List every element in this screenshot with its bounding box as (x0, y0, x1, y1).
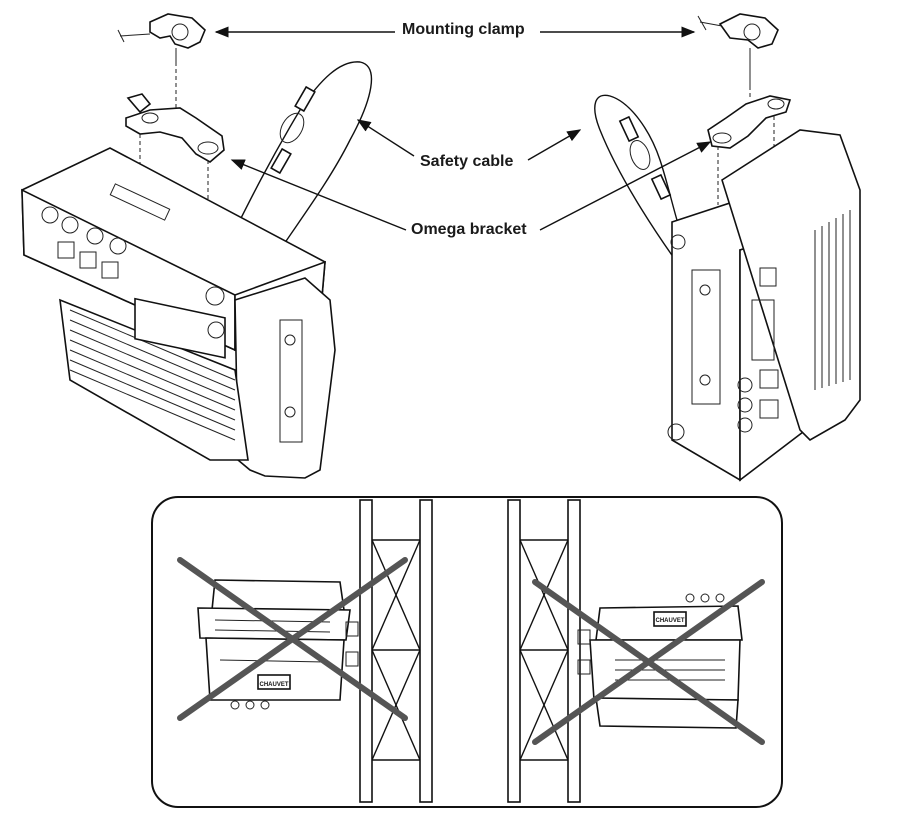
callout-arrows (214, 26, 712, 231)
right-fixture (594, 13, 861, 482)
right-mounting-clamp (697, 13, 779, 86)
safety-cable-label: Safety cable (416, 153, 518, 171)
left-safety-cable (229, 61, 373, 251)
left-incorrect-x-mark (177, 557, 408, 721)
omega-bracket-label: Omega bracket (407, 221, 531, 239)
left-fixture (21, 13, 373, 479)
right-fixture-logo: CHAUVET (655, 618, 684, 624)
left-mounting-clamp (117, 13, 206, 62)
left-fixture-vents (69, 309, 236, 441)
right-fixture-body (667, 129, 861, 482)
mounting-clamp-label: Mounting clamp (398, 21, 529, 39)
omega-bracket-arrow-right (539, 141, 712, 231)
right-incorrect-x-mark (532, 579, 765, 745)
left-fixture-body (21, 147, 336, 479)
safety-cable-arrow-left (356, 119, 415, 157)
omega-bracket-arrow-left (230, 159, 407, 231)
right-omega-bracket (707, 95, 792, 149)
right-truss (507, 499, 581, 803)
right-fixture-vents (814, 210, 851, 390)
left-omega-bracket (125, 93, 225, 163)
left-truss (359, 499, 433, 803)
left-fixture-logo: CHAUVET (259, 682, 288, 688)
right-safety-cable (594, 94, 691, 281)
incorrect-mounting-panel: CHAUVET CHAUVET (151, 496, 783, 808)
safety-cable-arrow-right (527, 129, 582, 161)
